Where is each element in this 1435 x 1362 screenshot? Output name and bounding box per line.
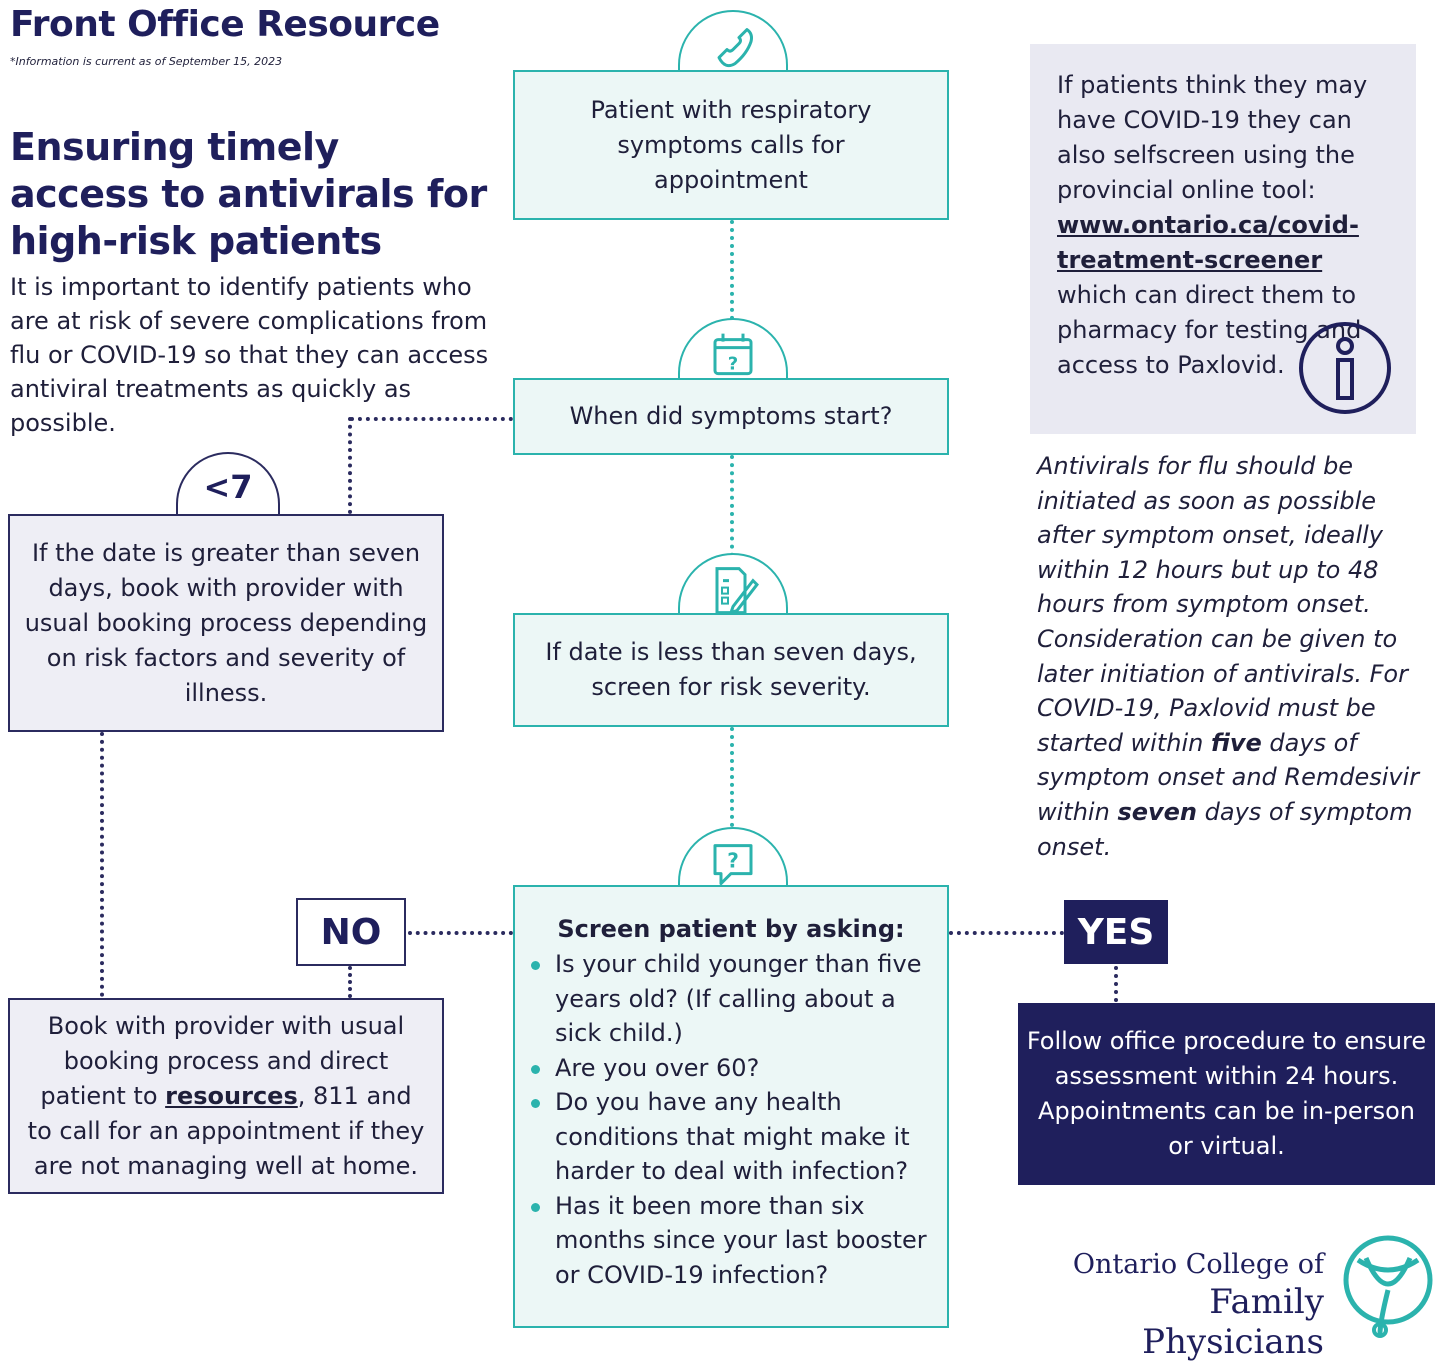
step1-box: Patient with respiratory symptoms calls … (513, 70, 949, 220)
yes-badge: YES (1064, 900, 1168, 964)
logo-line1: Ontario College of (1072, 1249, 1324, 1280)
yes-outcome-box: Follow office procedure to ensure assess… (1018, 1003, 1435, 1185)
screen-title: Screen patient by asking: (557, 915, 905, 943)
connector-step1-step2 (730, 220, 734, 320)
connector-over7-down (100, 732, 104, 997)
svg-text:?: ? (727, 849, 739, 873)
connector-screen-yes (949, 931, 1064, 935)
screen-question: Are you over 60? (525, 1051, 937, 1086)
no-outcome-text: Book with provider with usual booking pr… (27, 1011, 425, 1180)
less-than-seven-badge: <7 (203, 468, 253, 506)
screen-question-list: Is your child younger than five years ol… (525, 947, 937, 1292)
checklist-icon (715, 567, 759, 615)
calendar-question-icon: ? (713, 333, 753, 376)
no-outcome-box: Book with provider with usual booking pr… (8, 998, 444, 1194)
logo-line2: Family Physicians (1142, 1282, 1324, 1362)
step2-text: When did symptoms start? (569, 402, 893, 430)
screener-link[interactable]: www.ontario.ca/covid-treatment-screener (1057, 211, 1359, 274)
checklist-tab (678, 553, 788, 615)
no-badge: NO (296, 898, 406, 966)
chat-tab: ? (678, 827, 788, 887)
chat-question-icon: ? (713, 844, 753, 886)
calendar-tab: ? (678, 318, 788, 380)
connector-left-down (348, 417, 352, 514)
connector-step3-screen (730, 727, 734, 827)
step2-box: When did symptoms start? (513, 378, 949, 455)
screen-box: Screen patient by asking: Is your child … (513, 885, 949, 1328)
page-title: Front Office Resource (10, 4, 440, 45)
info-text: If patients think they may have COVID-19… (1057, 71, 1368, 379)
connector-screen-no (408, 931, 513, 935)
over-seven-text: If the date is greater than seven days, … (24, 538, 428, 707)
screen-question: Is your child younger than five years ol… (525, 947, 937, 1051)
ocfp-logo-icon (1343, 1235, 1433, 1338)
resources-link[interactable]: resources (165, 1081, 298, 1110)
ocfp-logo-text: Ontario College of Family Physicians (1018, 1248, 1324, 1362)
connector-step2-left (350, 417, 513, 421)
connector-yes-outcome (1114, 966, 1118, 1002)
step1-text: Patient with respiratory symptoms calls … (590, 95, 872, 194)
antiviral-note: Antivirals for flu should be initiated a… (1037, 452, 1420, 861)
step3-box: If date is less than seven days, screen … (513, 613, 949, 727)
screen-question: Do you have any health conditions that m… (525, 1085, 937, 1189)
over-seven-box: If the date is greater than seven days, … (8, 514, 444, 732)
connector-step2-step3 (730, 455, 734, 565)
phone-icon (717, 28, 753, 68)
info-icon (1299, 322, 1391, 414)
screen-question: Has it been more than six months since y… (525, 1189, 937, 1293)
main-heading: Ensuring timely access to antivirals for… (10, 125, 487, 263)
connector-no-outcome (348, 966, 352, 998)
date-note: *Information is current as of September … (10, 55, 283, 68)
svg-text:?: ? (728, 354, 738, 375)
days-tab: <7 (176, 452, 280, 514)
phone-tab (678, 10, 788, 72)
intro-text: It is important to identify patients who… (10, 273, 489, 437)
step3-text: If date is less than seven days, screen … (545, 638, 917, 701)
yes-outcome-text: Follow office procedure to ensure assess… (1026, 1027, 1427, 1160)
